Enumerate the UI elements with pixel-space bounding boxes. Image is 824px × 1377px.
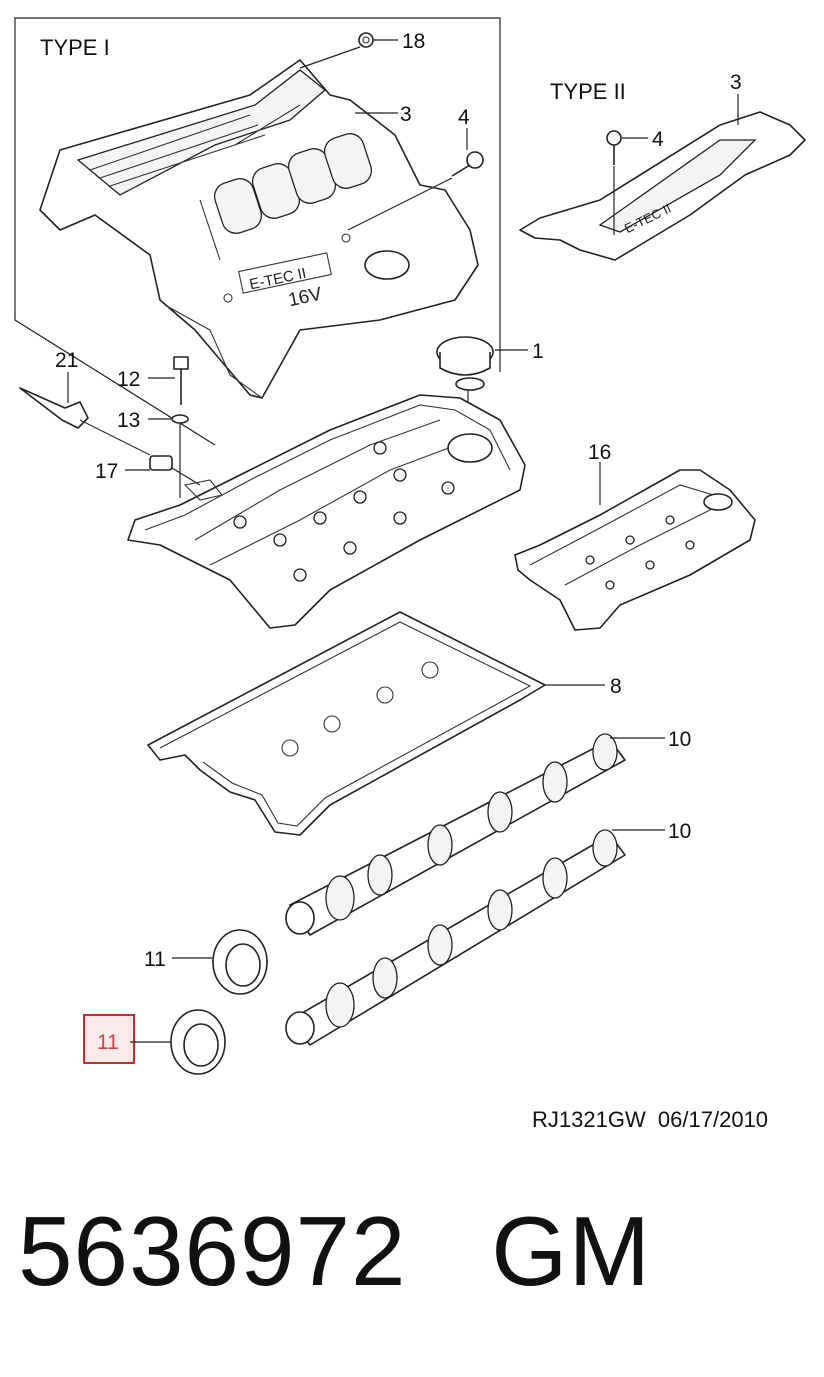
callout-1: 1	[532, 340, 544, 363]
callout-18: 18	[402, 30, 425, 53]
part-number: 5636972	[18, 1196, 407, 1306]
callout-8: 8	[610, 675, 622, 698]
callout-12: 12	[117, 368, 140, 391]
camshaft-10-lower	[285, 829, 626, 1046]
camshaft-10-upper	[285, 733, 626, 936]
type2-label: TYPE II	[550, 79, 626, 104]
callout-10-lower: 10	[668, 820, 691, 843]
cylinder-head-cover	[127, 394, 526, 629]
head-cover-16	[514, 469, 756, 631]
callout-21: 21	[55, 349, 78, 372]
nut-18	[358, 32, 374, 48]
type1-label: TYPE I	[40, 35, 110, 60]
callout-4-type1: 4	[458, 106, 470, 129]
callout-17: 17	[95, 460, 118, 483]
engine-cover-type2: E-TEC II	[519, 111, 806, 261]
gasket-8	[147, 611, 546, 836]
hose-21	[19, 387, 151, 456]
washer-13	[171, 414, 189, 424]
engine-cover-type1: E-TEC II 16V	[39, 59, 479, 399]
callout-10-upper: 10	[668, 728, 691, 751]
diagram-reference: RJ1321GW 06/17/2010	[532, 1107, 769, 1132]
highlight-box[interactable]	[83, 1014, 135, 1064]
bolt-12	[173, 356, 189, 405]
bolt-4-type2	[606, 130, 622, 165]
footer-gap	[407, 1196, 492, 1306]
callout-11-upper: 11	[144, 948, 166, 971]
type1-frame	[14, 17, 501, 446]
callout-16: 16	[588, 441, 611, 464]
callout-13: 13	[117, 409, 140, 432]
part-number-footer: 5636972 GM	[18, 1195, 651, 1308]
oil-seal-11-lower	[170, 1009, 226, 1075]
callout-4-type2: 4	[652, 128, 664, 151]
callout-3-type2: 3	[730, 71, 742, 94]
callout-11-highlighted: 11	[97, 1031, 119, 1054]
brand-name: GM	[491, 1196, 652, 1306]
bolt-4-type1	[451, 151, 484, 177]
fitting-17	[149, 455, 173, 471]
callout-3-type1: 3	[400, 103, 412, 126]
oil-cap-1	[436, 336, 494, 391]
oil-seal-11-upper	[212, 929, 268, 995]
